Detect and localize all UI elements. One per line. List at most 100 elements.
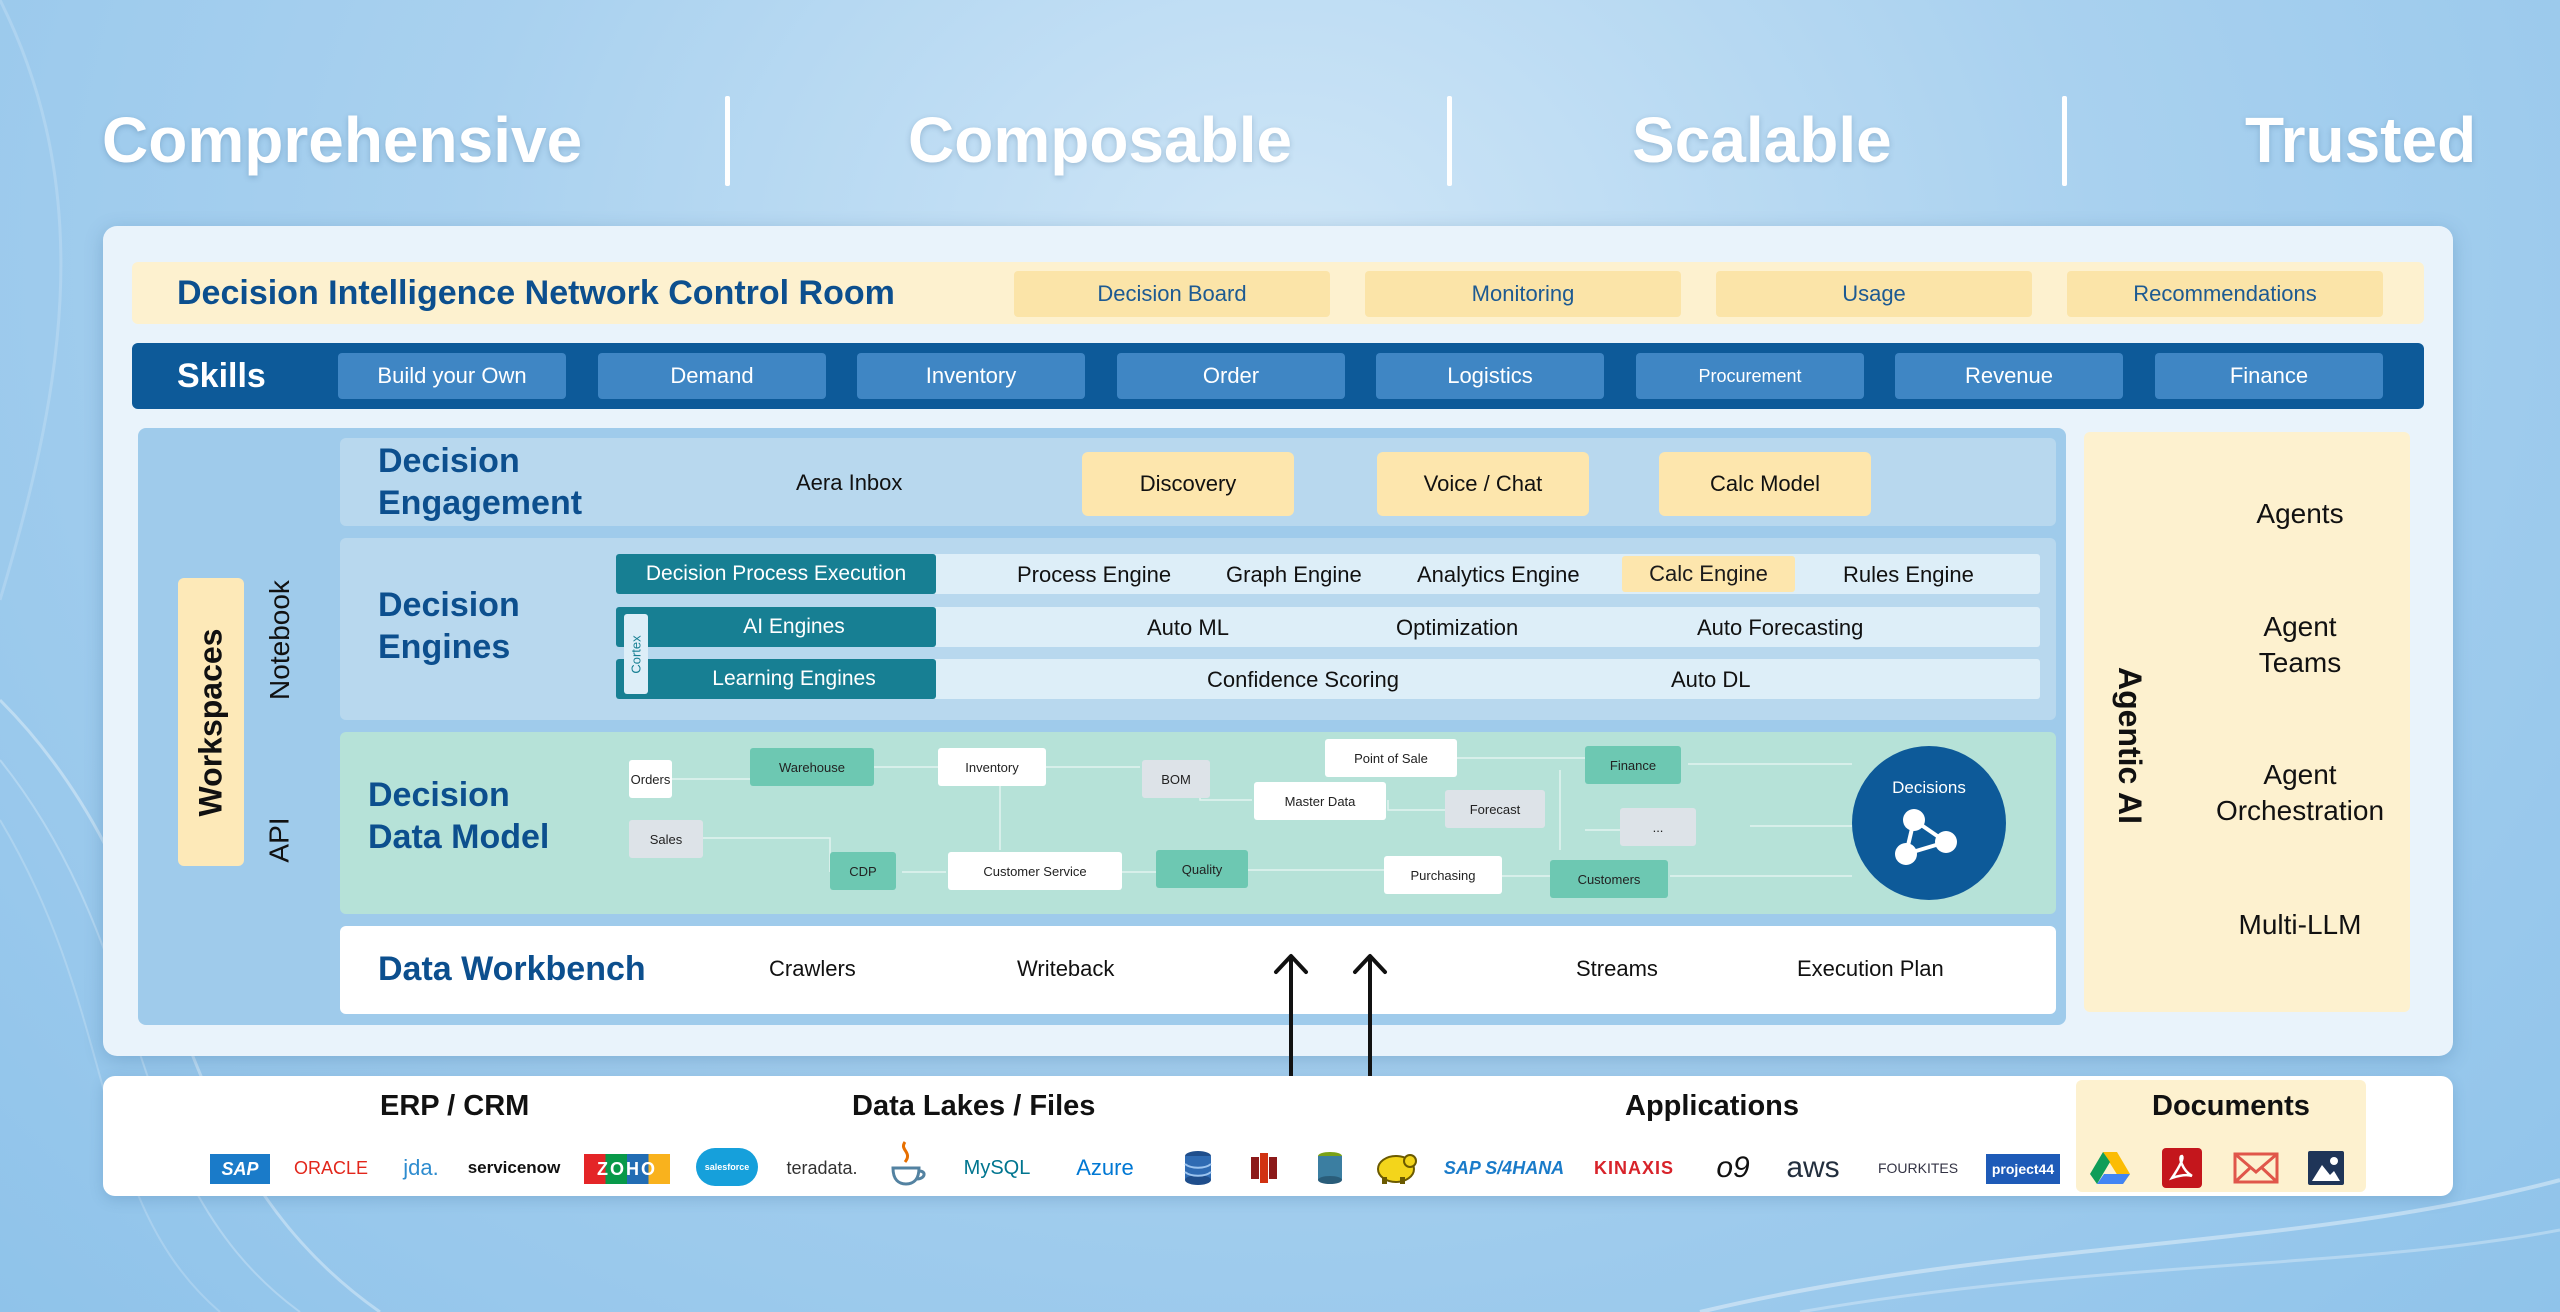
notebook-label[interactable]: Notebook bbox=[264, 580, 295, 700]
erp-crm-title: ERP / CRM bbox=[380, 1089, 530, 1122]
agent-line: Agents bbox=[2256, 498, 2344, 529]
applications-title: Applications bbox=[1625, 1089, 1800, 1122]
node-purchasing: Purchasing bbox=[1384, 856, 1502, 894]
s3-icon bbox=[1310, 1148, 1350, 1188]
node-quality: Quality bbox=[1156, 850, 1248, 888]
process-engine: Process Engine bbox=[1017, 562, 1172, 587]
node-orders: Orders bbox=[629, 760, 672, 798]
auto-ml: Auto ML bbox=[1147, 615, 1229, 640]
zoho-logo: ZOHO bbox=[584, 1154, 670, 1184]
skill-demand[interactable]: Demand bbox=[598, 353, 826, 399]
multi-llm-item: Multi-LLM bbox=[2170, 907, 2430, 943]
workspaces-label: Workspaces bbox=[192, 628, 229, 816]
cortex-label: Cortex bbox=[628, 634, 644, 674]
skill-order[interactable]: Order bbox=[1117, 353, 1345, 399]
notebook-label-wrap: Notebook bbox=[250, 565, 310, 715]
decision-engagement-title: Decision Engagement bbox=[378, 440, 582, 524]
auto-forecasting: Auto Forecasting bbox=[1697, 615, 1864, 640]
title-line: Decision bbox=[378, 442, 520, 480]
google-drive-icon bbox=[2088, 1148, 2132, 1188]
control-tab-usage[interactable]: Usage bbox=[1716, 271, 2032, 317]
fourkites-logo: FOURKITES bbox=[1877, 1160, 1959, 1176]
node-more: ... bbox=[1620, 808, 1696, 846]
node-customer-service: Customer Service bbox=[948, 852, 1122, 890]
workspaces-box: Workspaces bbox=[178, 578, 244, 866]
rules-engine: Rules Engine bbox=[1843, 562, 1974, 587]
mail-icon bbox=[2232, 1148, 2280, 1188]
node-customers: Customers bbox=[1550, 860, 1668, 898]
learning-engines[interactable]: Learning Engines bbox=[616, 659, 936, 699]
title-line: Engagement bbox=[378, 484, 583, 522]
writeback-label: Writeback bbox=[1017, 956, 1115, 981]
agents-item: Agents bbox=[2170, 496, 2430, 532]
pillar-divider bbox=[2062, 96, 2067, 186]
skill-logistics[interactable]: Logistics bbox=[1376, 353, 1604, 399]
data-lakes-title: Data Lakes / Files bbox=[852, 1089, 1096, 1122]
project44-logo: project44 bbox=[1986, 1154, 2060, 1184]
calc-engine: Calc Engine bbox=[1622, 556, 1795, 592]
aera-inbox-label[interactable]: Aera Inbox bbox=[796, 470, 903, 495]
cortex-tag: Cortex bbox=[624, 614, 648, 694]
agent-line: Multi-LLM bbox=[2238, 909, 2362, 940]
oracle-logo: ORACLE bbox=[293, 1157, 369, 1178]
documents-title: Documents bbox=[2152, 1089, 2310, 1122]
platform-inner-panel bbox=[138, 428, 2066, 1025]
pillar-composable: Composable bbox=[908, 104, 1293, 176]
node-point-of-sale: Point of Sale bbox=[1325, 739, 1457, 777]
api-label[interactable]: API bbox=[263, 817, 295, 863]
skill-inventory[interactable]: Inventory bbox=[857, 353, 1085, 399]
node-sales: Sales bbox=[629, 820, 703, 858]
title-line: Decision bbox=[378, 586, 520, 624]
skill-revenue[interactable]: Revenue bbox=[1895, 353, 2123, 399]
skill-finance[interactable]: Finance bbox=[2155, 353, 2383, 399]
pillar-trusted: Trusted bbox=[2245, 104, 2477, 176]
control-tab-decision-board[interactable]: Decision Board bbox=[1014, 271, 1330, 317]
skill-procurement[interactable]: Procurement bbox=[1636, 353, 1864, 399]
mysql-logo: MySQL bbox=[963, 1156, 1031, 1179]
calc-model-button[interactable]: Calc Model bbox=[1659, 452, 1871, 516]
hadoop-icon bbox=[1370, 1148, 1420, 1188]
skill-build-your-own[interactable]: Build your Own bbox=[338, 353, 566, 399]
decisions-graph-node: Decisions bbox=[1852, 746, 2006, 900]
node-inventory: Inventory bbox=[938, 748, 1046, 786]
agentic-ai-panel bbox=[2084, 432, 2410, 1012]
node-master-data: Master Data bbox=[1254, 782, 1386, 820]
crawlers-label: Crawlers bbox=[769, 956, 856, 981]
discovery-button[interactable]: Discovery bbox=[1082, 452, 1294, 516]
node-finance: Finance bbox=[1585, 746, 1681, 784]
control-room-title: Decision Intelligence Network Control Ro… bbox=[177, 273, 895, 312]
java-logo bbox=[884, 1136, 930, 1192]
sap-logo: SAP bbox=[210, 1154, 270, 1184]
agent-line: Teams bbox=[2258, 647, 2342, 678]
aws-logo: aws bbox=[1786, 1151, 1840, 1184]
ai-engines[interactable]: AI Engines bbox=[616, 607, 936, 647]
agent-orchestration-item: Agent Orchestration bbox=[2170, 757, 2430, 829]
network-graph-icon bbox=[1895, 809, 1957, 865]
pdf-icon bbox=[2160, 1148, 2204, 1188]
analytics-engine: Analytics Engine bbox=[1417, 562, 1580, 587]
kinaxis-logo: KINAXIS bbox=[1593, 1157, 1674, 1178]
graph-engine: Graph Engine bbox=[1226, 562, 1362, 587]
optimization: Optimization bbox=[1396, 615, 1519, 640]
data-workbench-title: Data Workbench bbox=[378, 950, 646, 988]
node-bom: BOM bbox=[1142, 760, 1210, 798]
control-tab-monitoring[interactable]: Monitoring bbox=[1365, 271, 1681, 317]
decisions-label: Decisions bbox=[1892, 778, 1966, 797]
pillar-comprehensive: Comprehensive bbox=[102, 104, 583, 176]
o9-logo: o9 bbox=[1716, 1151, 1750, 1184]
agentic-ai-label-wrap: Agentic AI bbox=[2094, 620, 2166, 870]
servicenow-logo: servicenow bbox=[467, 1158, 561, 1177]
decision-process-execution[interactable]: Decision Process Execution bbox=[616, 554, 936, 594]
title-line: Data Model bbox=[368, 818, 550, 856]
execution-plan-label: Execution Plan bbox=[1797, 956, 1944, 981]
control-tab-recommendations[interactable]: Recommendations bbox=[2067, 271, 2383, 317]
data-workbench-row bbox=[340, 926, 2056, 1014]
decision-data-model-title: Decision Data Model bbox=[368, 774, 549, 858]
node-warehouse: Warehouse bbox=[750, 748, 874, 786]
database-icon bbox=[1178, 1148, 1218, 1188]
api-label-wrap: API bbox=[250, 800, 310, 880]
confidence-scoring: Confidence Scoring bbox=[1207, 667, 1400, 692]
title-line: Engines bbox=[378, 628, 511, 666]
voice-chat-button[interactable]: Voice / Chat bbox=[1377, 452, 1589, 516]
teradata-logo: teradata. bbox=[786, 1157, 858, 1178]
